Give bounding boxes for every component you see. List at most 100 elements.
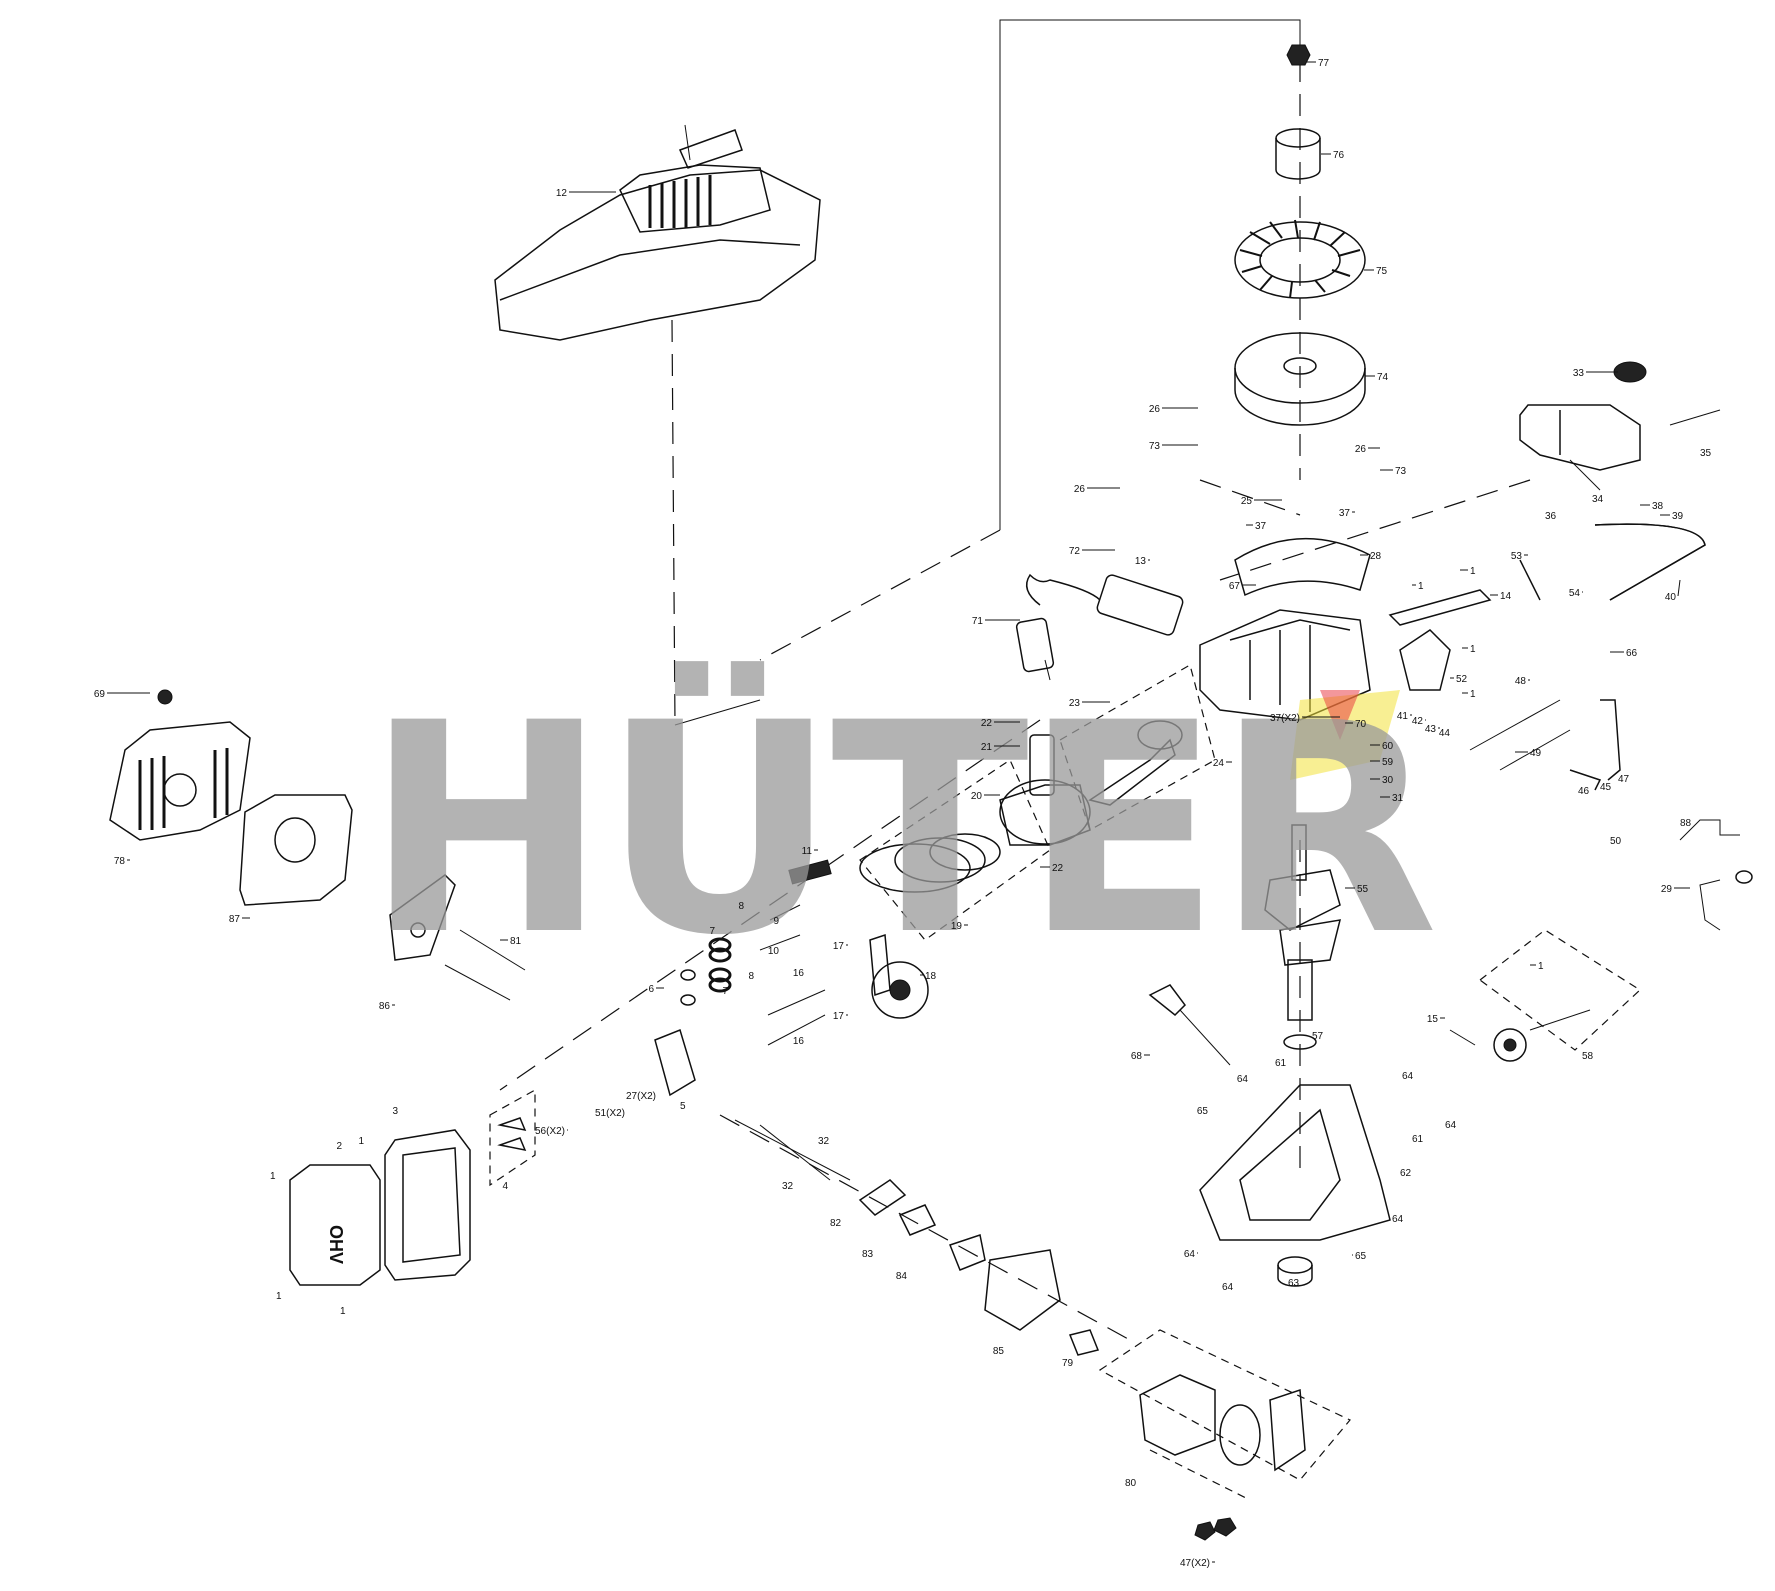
part-label-45: 45	[1600, 782, 1612, 793]
part-label-66: 66	[1626, 648, 1638, 659]
part-label-59: 59	[1382, 757, 1394, 768]
part-label-1d: 1	[1470, 689, 1476, 700]
part-label-64e: 64	[1184, 1249, 1196, 1260]
governor-gear	[1449, 929, 1641, 1062]
part-label-54: 54	[1569, 588, 1581, 599]
ohv-text: OHV	[326, 1225, 346, 1264]
part-label-3: 3	[392, 1106, 398, 1117]
crankcase-cover	[1199, 1084, 1391, 1287]
governor-linkage	[1388, 559, 1753, 931]
part-label-75: 75	[1376, 266, 1388, 277]
part-label-18: 18	[925, 971, 937, 982]
part-label-48: 48	[1515, 676, 1527, 687]
part-label-61a: 61	[1275, 1058, 1287, 1069]
part-label-78: 78	[114, 856, 126, 867]
part-label-88: 88	[1680, 818, 1692, 829]
part-label-64f: 64	[1222, 1282, 1234, 1293]
part-label-73b: 73	[1395, 466, 1407, 477]
part-label-4: 4	[502, 1181, 508, 1192]
part-label-53: 53	[1511, 551, 1523, 562]
recoil-cover	[494, 124, 821, 341]
part-label-64b: 64	[1402, 1071, 1414, 1082]
part-label-15: 15	[1427, 1014, 1439, 1025]
part-label-64c: 64	[1445, 1120, 1457, 1131]
part-label-27x2: 27(X2)	[626, 1091, 656, 1102]
part-label-64a: 64	[1237, 1074, 1249, 1085]
part-label-51x2: 51(X2)	[595, 1108, 625, 1119]
part-label-80: 80	[1125, 1478, 1137, 1489]
part-label-34: 34	[1592, 494, 1604, 505]
part-label-2: 2	[336, 1141, 342, 1152]
dipstick	[1148, 984, 1231, 1066]
part-label-44: 44	[1439, 728, 1451, 739]
part-label-31: 31	[1392, 793, 1404, 804]
part-label-22a: 22	[981, 718, 993, 729]
part-label-7b: 7	[722, 986, 728, 997]
part-label-68: 68	[1131, 1051, 1143, 1062]
part-label-19: 19	[951, 921, 963, 932]
part-label-82: 82	[830, 1218, 842, 1229]
part-label-67: 67	[1229, 581, 1241, 592]
part-label-32b: 32	[782, 1181, 794, 1192]
part-label-87: 87	[229, 914, 241, 925]
part-label-69: 69	[94, 689, 106, 700]
part-label-1e: 1	[1538, 961, 1544, 972]
part-label-8b: 8	[748, 971, 754, 982]
callout-leaders	[107, 61, 1690, 1563]
part-label-7a: 7	[709, 926, 715, 937]
part-label-10: 10	[768, 946, 780, 957]
part-label-37x2: 37(X2)	[1270, 713, 1300, 724]
part-label-23: 23	[1069, 698, 1081, 709]
part-label-1a: 1	[1470, 566, 1476, 577]
part-label-77: 77	[1318, 58, 1330, 69]
part-label-24: 24	[1213, 758, 1225, 769]
part-label-61b: 61	[1412, 1134, 1424, 1145]
svg-text:HÜTER: HÜTER	[365, 658, 1433, 999]
part-label-33: 33	[1573, 368, 1585, 379]
part-label-16a: 16	[793, 968, 805, 979]
part-label-37b: 37	[1339, 508, 1351, 519]
part-label-65a: 65	[1197, 1106, 1209, 1117]
part-label-79: 79	[1062, 1358, 1074, 1369]
part-label-30: 30	[1382, 775, 1394, 786]
part-label-49: 49	[1530, 748, 1542, 759]
part-label-13: 13	[1135, 556, 1147, 567]
part-label-86: 86	[379, 1001, 391, 1012]
part-label-5: 5	[680, 1101, 686, 1112]
part-label-37a: 37	[1255, 521, 1267, 532]
part-label-22b: 22	[1052, 863, 1064, 874]
part-label-11: 11	[802, 846, 813, 857]
part-label-72: 72	[1069, 546, 1081, 557]
part-label-60: 60	[1382, 741, 1394, 752]
crankshaft	[1264, 824, 1342, 1050]
part-label-58: 58	[1582, 1051, 1594, 1062]
muffler-assembly	[109, 689, 526, 1001]
part-label-65b: 65	[1355, 1251, 1367, 1262]
part-label-40: 40	[1665, 592, 1677, 603]
part-label-46: 46	[1578, 786, 1590, 797]
part-label-62: 62	[1400, 1168, 1412, 1179]
part-label-74: 74	[1377, 372, 1389, 383]
part-label-38: 38	[1652, 501, 1664, 512]
assembly-lines	[499, 19, 1531, 1501]
valve-train	[680, 859, 929, 1046]
part-label-56x2: 56(X2)	[535, 1126, 565, 1137]
part-label-64d: 64	[1392, 1214, 1404, 1225]
part-label-26b: 26	[1355, 444, 1367, 455]
flywheel-stack	[1234, 44, 1366, 426]
part-label-14: 14	[1500, 591, 1512, 602]
part-label-55: 55	[1357, 884, 1369, 895]
part-label-35: 35	[1700, 448, 1712, 459]
part-label-73a: 73	[1149, 441, 1161, 452]
part-label-1b: 1	[1418, 581, 1424, 592]
part-label-8a: 8	[738, 901, 744, 912]
part-label-84: 84	[896, 1271, 908, 1282]
part-label-85: 85	[993, 1346, 1005, 1357]
part-label-39: 39	[1672, 511, 1684, 522]
part-label-16b: 16	[793, 1036, 805, 1047]
fuel-tank	[1519, 361, 1721, 601]
part-label-17b: 17	[833, 1011, 845, 1022]
part-label-1i: 1	[340, 1306, 346, 1317]
part-label-47a: 47	[1618, 774, 1630, 785]
part-label-50: 50	[1610, 836, 1622, 847]
